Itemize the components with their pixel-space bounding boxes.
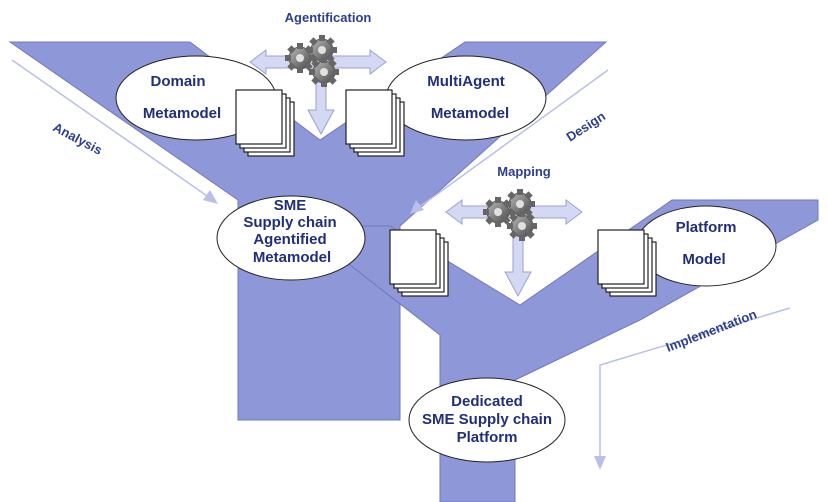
dedicated-line3: Platform	[457, 429, 518, 446]
agentification-label: Agentification	[285, 10, 372, 25]
multiagent-document-stack	[345, 89, 405, 157]
analysis-arrow	[11, 59, 218, 204]
platform-document-stack	[597, 229, 657, 297]
gears-icon	[482, 188, 538, 242]
sme-line4: Metamodel	[253, 249, 331, 266]
multiagent-metamodel-node: MultiAgent Metamodel	[385, 55, 547, 141]
platform-line1: Platform	[676, 219, 737, 236]
dedicated-line2: SME Supply chain	[422, 411, 552, 428]
sme-line1: SME	[274, 197, 307, 214]
gears-icon	[284, 34, 340, 88]
domain-line1: Domain	[150, 73, 205, 90]
multiagent-line2: Metamodel	[431, 105, 509, 122]
domain-line2: Metamodel	[143, 105, 221, 122]
dedicated-platform-node: Dedicated SME Supply chain Platform	[408, 377, 566, 463]
platform-model-node: Platform Model	[635, 205, 777, 287]
design-label: Design	[563, 108, 608, 144]
sme-line2: Supply chain	[243, 214, 336, 231]
domain-document-stack	[235, 89, 295, 157]
multiagent-line1: MultiAgent	[427, 73, 504, 90]
sme-agentified-metamodel-node: SME Supply chain Agentified Metamodel	[216, 195, 366, 281]
sme-line3: Agentified	[253, 231, 326, 248]
implementation-arrow	[594, 307, 791, 470]
design-arrow	[410, 69, 609, 214]
platform-line2: Model	[682, 251, 725, 268]
sme-document-stack	[389, 229, 449, 297]
analysis-label: Analysis	[51, 119, 105, 157]
dedicated-line1: Dedicated	[451, 393, 523, 410]
implementation-label: Implementation	[664, 306, 759, 354]
mapping-label: Mapping	[497, 164, 550, 179]
